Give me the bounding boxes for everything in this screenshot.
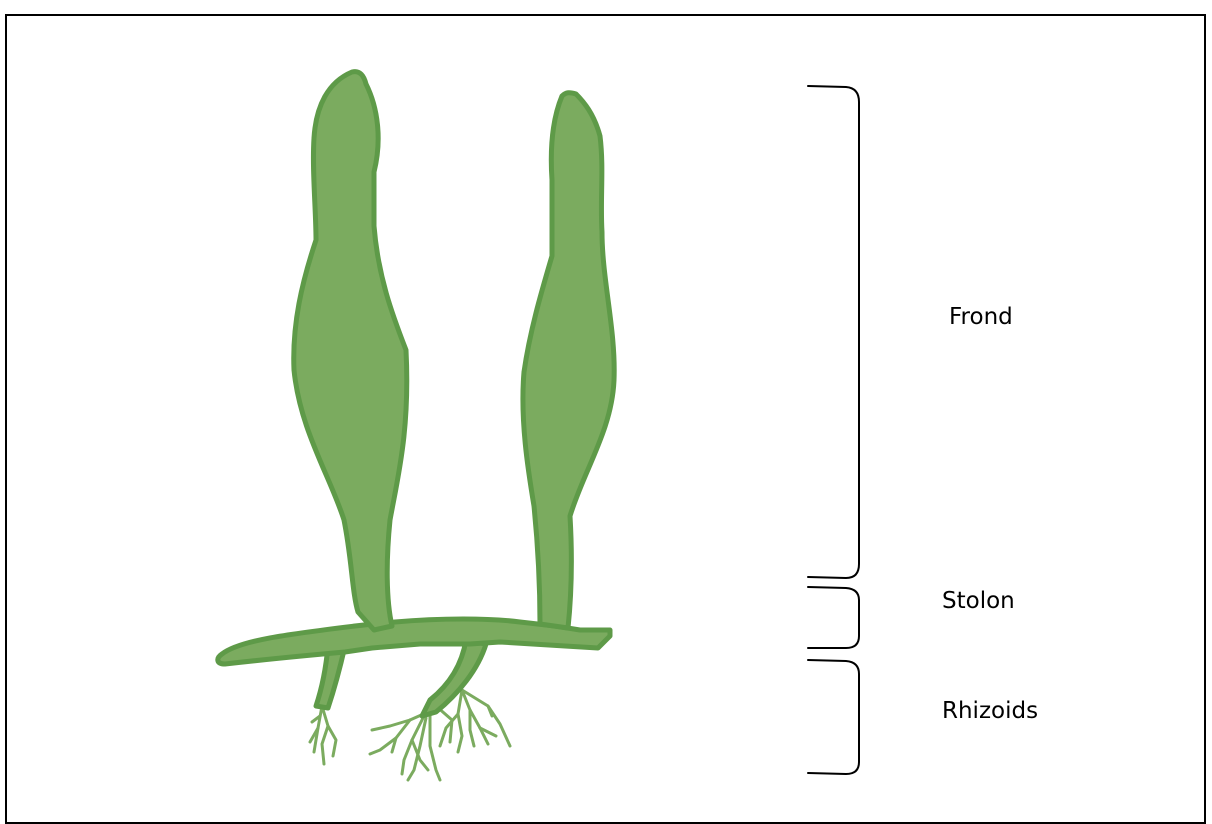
label-rhizoids: Rhizoids bbox=[942, 700, 1038, 723]
bracket-stolon bbox=[808, 587, 859, 648]
label-frond: Frond bbox=[949, 306, 1013, 329]
frond-left bbox=[294, 72, 407, 630]
bracket-rhizoids bbox=[808, 660, 859, 774]
label-stolon: Stolon bbox=[942, 590, 1015, 613]
frond-right bbox=[523, 93, 614, 628]
rhizoid-stem-right bbox=[422, 640, 486, 716]
alga-body bbox=[218, 72, 614, 716]
brackets bbox=[808, 86, 859, 774]
rhizoids bbox=[310, 690, 510, 780]
bracket-frond bbox=[808, 86, 859, 578]
rhizoid-cluster-left bbox=[310, 706, 336, 764]
